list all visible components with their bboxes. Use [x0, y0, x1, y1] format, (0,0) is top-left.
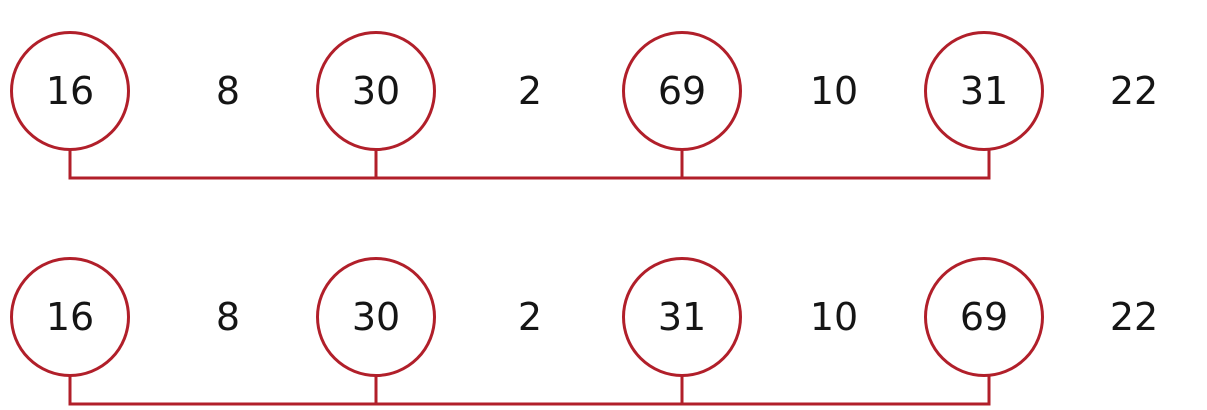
plain-number: 22: [1109, 295, 1159, 339]
row-before: 16 8 30 2 69 10 31 22: [0, 0, 1207, 180]
circled-number: 69: [924, 257, 1044, 377]
plain-number: 2: [517, 295, 543, 339]
plain-number: 8: [215, 295, 241, 339]
circled-number: 30: [316, 257, 436, 377]
plain-number: 10: [809, 69, 859, 113]
circled-number: 31: [924, 31, 1044, 151]
plain-number: 8: [215, 69, 241, 113]
connector-bracket: [68, 150, 991, 180]
circled-number: 30: [316, 31, 436, 151]
circled-number: 16: [10, 31, 130, 151]
plain-number: 22: [1109, 69, 1159, 113]
connector-bracket: [68, 376, 991, 406]
circled-number: 31: [622, 257, 742, 377]
circled-number: 69: [622, 31, 742, 151]
plain-number: 10: [809, 295, 859, 339]
circled-number: 16: [10, 257, 130, 377]
plain-number: 2: [517, 69, 543, 113]
row-after: 16 8 30 2 31 10 69 22: [0, 226, 1207, 406]
